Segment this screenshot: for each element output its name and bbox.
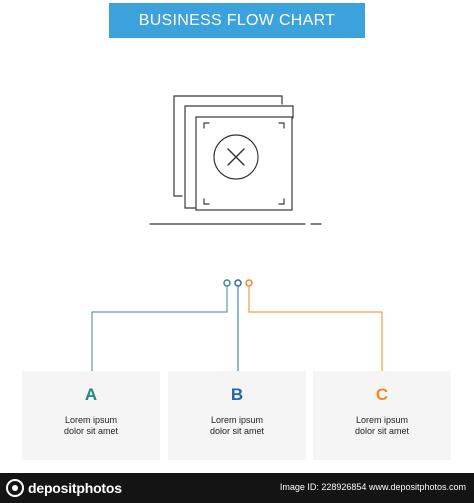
step-text-b-line2: dolor sit amet <box>209 426 265 436</box>
page-title: BUSINESS FLOW CHART <box>138 11 336 29</box>
connector-line-c <box>248 286 383 372</box>
step-panel-c: C Lorem ipsum dolor sit amet <box>313 371 451 460</box>
step-panel-a: A Lorem ipsum dolor sit amet <box>22 371 160 460</box>
connector-dot-c <box>245 279 253 287</box>
logo-text: depositphotos <box>28 480 122 496</box>
title-banner: BUSINESS FLOW CHART <box>109 3 365 38</box>
footer-bar: depositphotos Image ID: 228926854 www.de… <box>0 473 474 503</box>
step-text-a: Lorem ipsum dolor sit amet <box>22 415 160 437</box>
step-text-c: Lorem ipsum dolor sit amet <box>313 415 451 437</box>
step-letter-b: B <box>230 385 244 404</box>
step-text-a-line2: dolor sit amet <box>63 426 119 436</box>
logo-mark-icon <box>6 479 24 497</box>
connector-line-a <box>91 286 228 372</box>
depositphotos-logo: depositphotos <box>6 479 122 497</box>
connector-dot-b <box>234 279 242 287</box>
step-panel-b: B Lorem ipsum dolor sit amet <box>168 371 306 460</box>
step-text-c-line1: Lorem ipsum <box>355 415 409 425</box>
step-letter-a: A <box>84 385 98 404</box>
step-text-b: Lorem ipsum dolor sit amet <box>168 415 306 437</box>
step-text-b-line1: Lorem ipsum <box>210 415 264 425</box>
step-letter-c: C <box>375 385 389 404</box>
image-meta: Image ID: 228926854 www.depositphotos.co… <box>279 482 466 492</box>
connector-dot-a <box>223 279 231 287</box>
step-text-a-line1: Lorem ipsum <box>64 415 118 425</box>
step-text-c-line2: dolor sit amet <box>354 426 410 436</box>
